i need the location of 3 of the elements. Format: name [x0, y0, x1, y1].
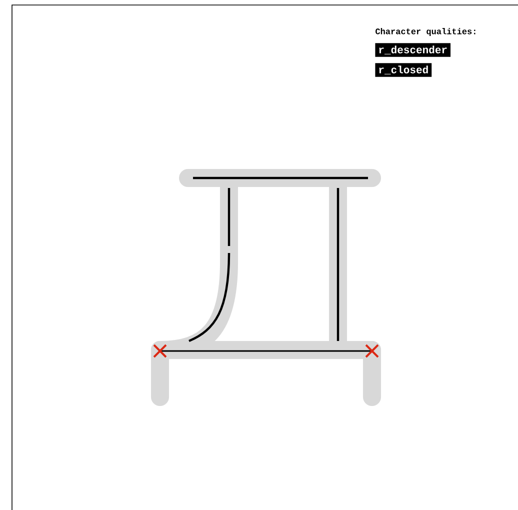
qualities-heading: Character qualities: [376, 28, 476, 36]
quality-tag: r_closed [375, 63, 432, 77]
quality-tag: r_descender [375, 43, 451, 57]
